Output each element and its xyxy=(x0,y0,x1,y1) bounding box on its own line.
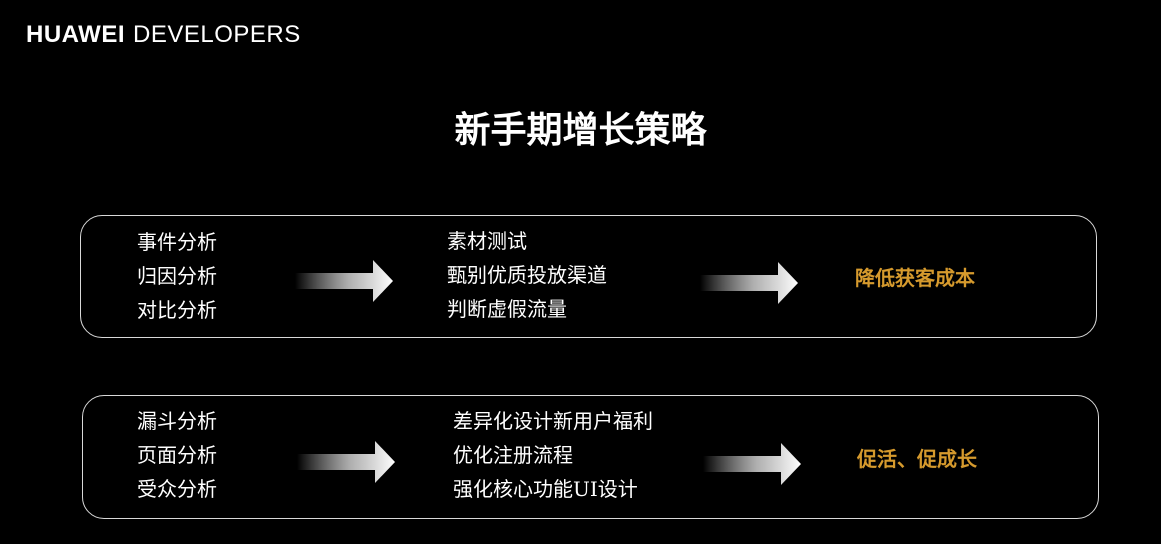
result-label-2: 促活、促成长 xyxy=(857,447,977,471)
actions-list-2: 差异化设计新用户福利 优化注册流程 强化核心功能UI设计 xyxy=(453,404,653,506)
arrow-icon xyxy=(703,443,801,485)
brand-suffix: DEVELOPERS xyxy=(133,21,301,48)
method-item: 漏斗分析 xyxy=(137,409,217,433)
slide-title: 新手期增长策略 xyxy=(454,109,707,151)
actions-list-1: 素材测试 甄别优质投放渠道 判断虚假流量 xyxy=(447,224,607,326)
action-item: 强化核心功能UI设计 xyxy=(453,477,638,501)
method-item: 页面分析 xyxy=(137,443,217,467)
action-item: 素材测试 xyxy=(447,229,527,253)
methods-list-1: 事件分析 归因分析 对比分析 xyxy=(137,225,217,327)
method-item: 归因分析 xyxy=(137,264,217,288)
method-item: 受众分析 xyxy=(137,477,217,501)
strategy-row-1 xyxy=(80,215,1097,338)
brand-name: HUAWEI xyxy=(26,21,125,48)
method-item: 对比分析 xyxy=(137,298,217,322)
action-item: 甄别优质投放渠道 xyxy=(447,263,607,287)
action-item: 判断虚假流量 xyxy=(447,297,567,321)
action-item: 差异化设计新用户福利 xyxy=(453,409,653,433)
arrow-icon xyxy=(297,441,395,483)
action-item: 优化注册流程 xyxy=(453,443,573,467)
method-item: 事件分析 xyxy=(137,230,217,254)
methods-list-2: 漏斗分析 页面分析 受众分析 xyxy=(137,404,217,506)
result-label-1: 降低获客成本 xyxy=(855,266,975,290)
arrow-icon xyxy=(700,262,798,304)
arrow-icon xyxy=(295,260,393,302)
strategy-row-2 xyxy=(82,395,1099,519)
brand-logo: HUAWEI DEVELOPERS xyxy=(26,20,301,50)
